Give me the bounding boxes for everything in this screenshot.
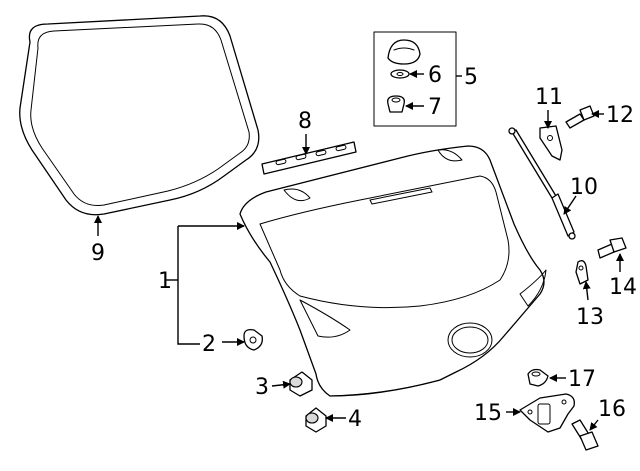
callout-1: 1 <box>158 269 172 294</box>
nut-part <box>387 95 405 113</box>
callout-13: 13 <box>576 305 604 330</box>
callout-8: 8 <box>298 109 312 134</box>
cover-part <box>387 39 421 65</box>
callout-3: 3 <box>255 375 269 400</box>
liftgate-part <box>239 145 547 397</box>
callout-17: 17 <box>568 367 596 392</box>
callout-14: 14 <box>609 275 637 300</box>
callout-6: 6 <box>428 63 442 88</box>
bolt-16-part <box>571 419 599 451</box>
callout-12: 12 <box>606 103 634 128</box>
cushion-3-part <box>289 371 313 397</box>
callout-11: 11 <box>535 85 563 110</box>
callout-9: 9 <box>91 241 105 266</box>
callout-15: 15 <box>474 401 502 426</box>
glass-seal-part <box>19 15 260 216</box>
cushion-4-part <box>305 407 327 433</box>
bolt-12-part <box>565 105 595 129</box>
callout-16: 16 <box>598 397 626 422</box>
garnish-strip-part <box>261 141 357 175</box>
callout-4: 4 <box>348 407 362 432</box>
washer-part <box>390 69 410 79</box>
bolt-14-part <box>597 237 627 259</box>
hinge-part <box>519 393 575 433</box>
bracket-part <box>539 125 563 161</box>
support-strut-part <box>508 127 576 240</box>
grommet-part <box>243 328 263 351</box>
callout-2: 2 <box>202 332 216 357</box>
kit-box <box>373 31 457 127</box>
leader-lines <box>94 70 624 431</box>
callout-7: 7 <box>428 95 442 120</box>
callout-5: 5 <box>464 65 478 90</box>
clip-part <box>527 368 549 387</box>
callout-labels: 1 2 3 4 5 6 7 8 9 10 11 12 13 14 15 16 1… <box>91 63 637 432</box>
callout-10: 10 <box>570 175 598 200</box>
bracket-13-part <box>575 260 589 285</box>
